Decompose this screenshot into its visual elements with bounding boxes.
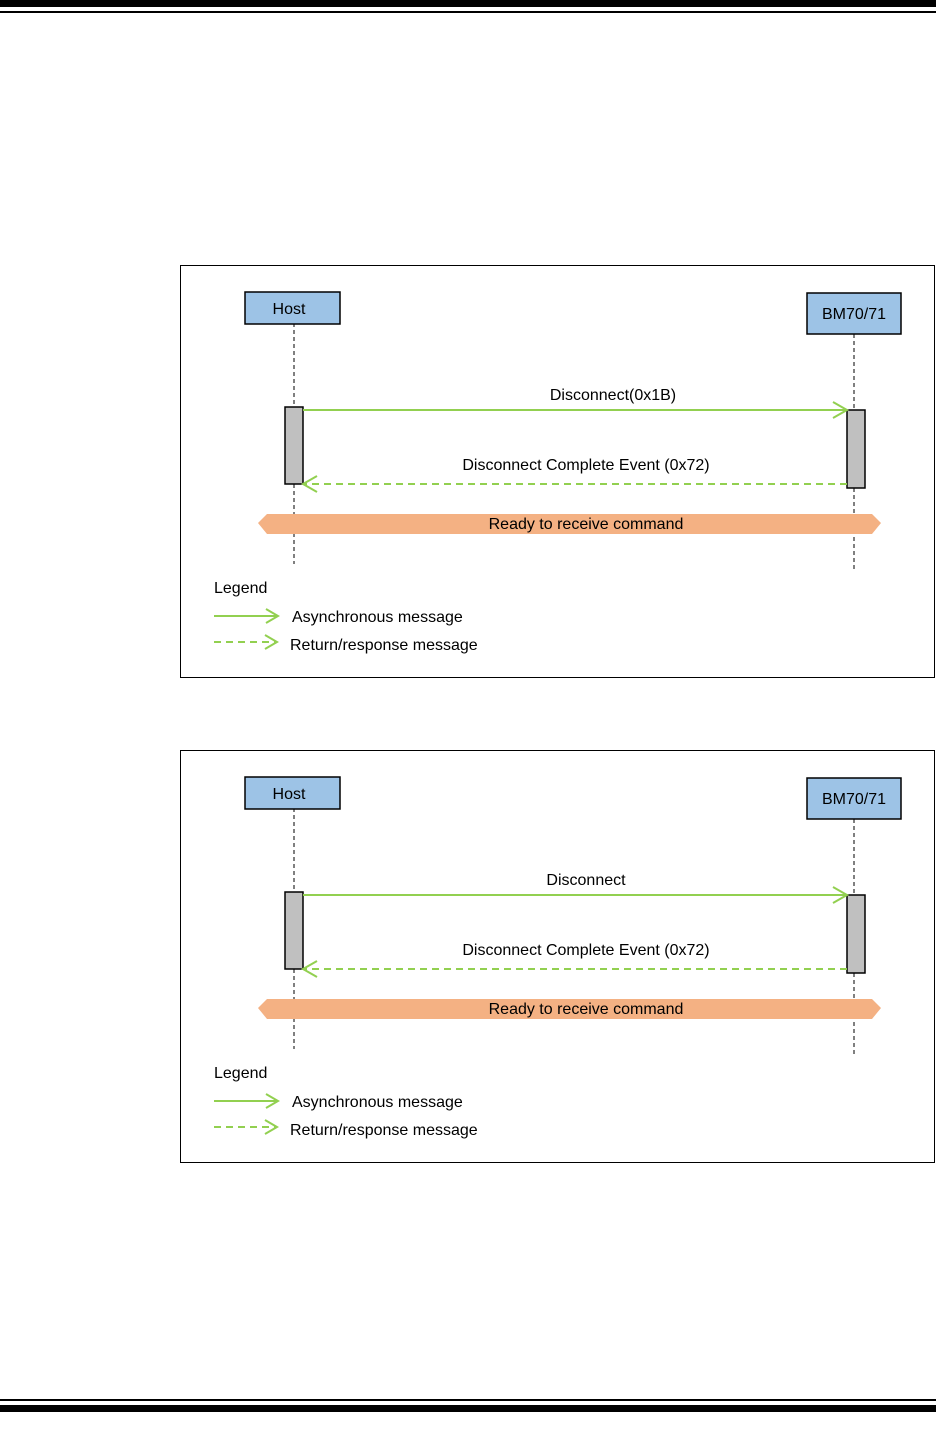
request-message-label: Disconnect(0x1B) bbox=[550, 387, 676, 404]
module-participant-label: BM70/71 bbox=[822, 791, 886, 808]
response-arrowhead bbox=[300, 960, 318, 978]
host-participant-box bbox=[244, 291, 341, 325]
legend-title: Legend bbox=[214, 1065, 267, 1082]
request-arrowhead bbox=[832, 886, 850, 904]
legend-response-label: Return/response message bbox=[290, 637, 478, 654]
request-arrowhead bbox=[832, 401, 850, 419]
sequence-diagram-2: Host BM70/71 Disconnect Disconnect Compl… bbox=[180, 750, 935, 1163]
module-activation-bar bbox=[846, 894, 866, 974]
sequence-diagram-1: Host BM70/71 Disconnect(0x1B) Disconnect… bbox=[180, 265, 935, 678]
top-rule-thin bbox=[0, 11, 936, 13]
response-message-label: Disconnect Complete Event (0x72) bbox=[462, 457, 709, 474]
host-activation-bar bbox=[284, 891, 304, 970]
host-participant-label: Host bbox=[273, 786, 306, 803]
sequence-diagram-svg: Host BM70/71 Disconnect Disconnect Compl… bbox=[214, 776, 902, 1139]
module-participant-box bbox=[806, 777, 902, 820]
response-arrowhead bbox=[300, 475, 318, 493]
bottom-rule-thick bbox=[0, 1405, 936, 1412]
legend-response-label: Return/response message bbox=[290, 1122, 478, 1139]
response-message-label: Disconnect Complete Event (0x72) bbox=[462, 942, 709, 959]
host-activation-bar bbox=[284, 406, 304, 485]
request-message-label: Disconnect bbox=[546, 872, 626, 889]
legend-async-label: Asynchronous message bbox=[292, 609, 463, 626]
module-participant-label: BM70/71 bbox=[822, 306, 886, 323]
ready-band bbox=[258, 514, 881, 534]
legend-title: Legend bbox=[214, 580, 267, 597]
legend-response-arrowhead bbox=[264, 1119, 279, 1135]
ready-band bbox=[258, 999, 881, 1019]
legend-async-arrowhead bbox=[265, 608, 280, 624]
legend-async-arrowhead bbox=[265, 1093, 280, 1109]
module-participant-box bbox=[806, 292, 902, 335]
legend-response-arrowhead bbox=[264, 634, 279, 650]
host-participant-box bbox=[244, 776, 341, 810]
ready-band-label: Ready to receive command bbox=[489, 516, 684, 533]
legend-async-label: Asynchronous message bbox=[292, 1094, 463, 1111]
top-rule-thick bbox=[0, 0, 936, 7]
host-participant-label: Host bbox=[273, 301, 306, 318]
bottom-rule-thin bbox=[0, 1399, 936, 1401]
module-activation-bar bbox=[846, 409, 866, 489]
ready-band-label: Ready to receive command bbox=[489, 1001, 684, 1018]
sequence-diagram-svg: Host BM70/71 Disconnect(0x1B) Disconnect… bbox=[214, 291, 902, 654]
